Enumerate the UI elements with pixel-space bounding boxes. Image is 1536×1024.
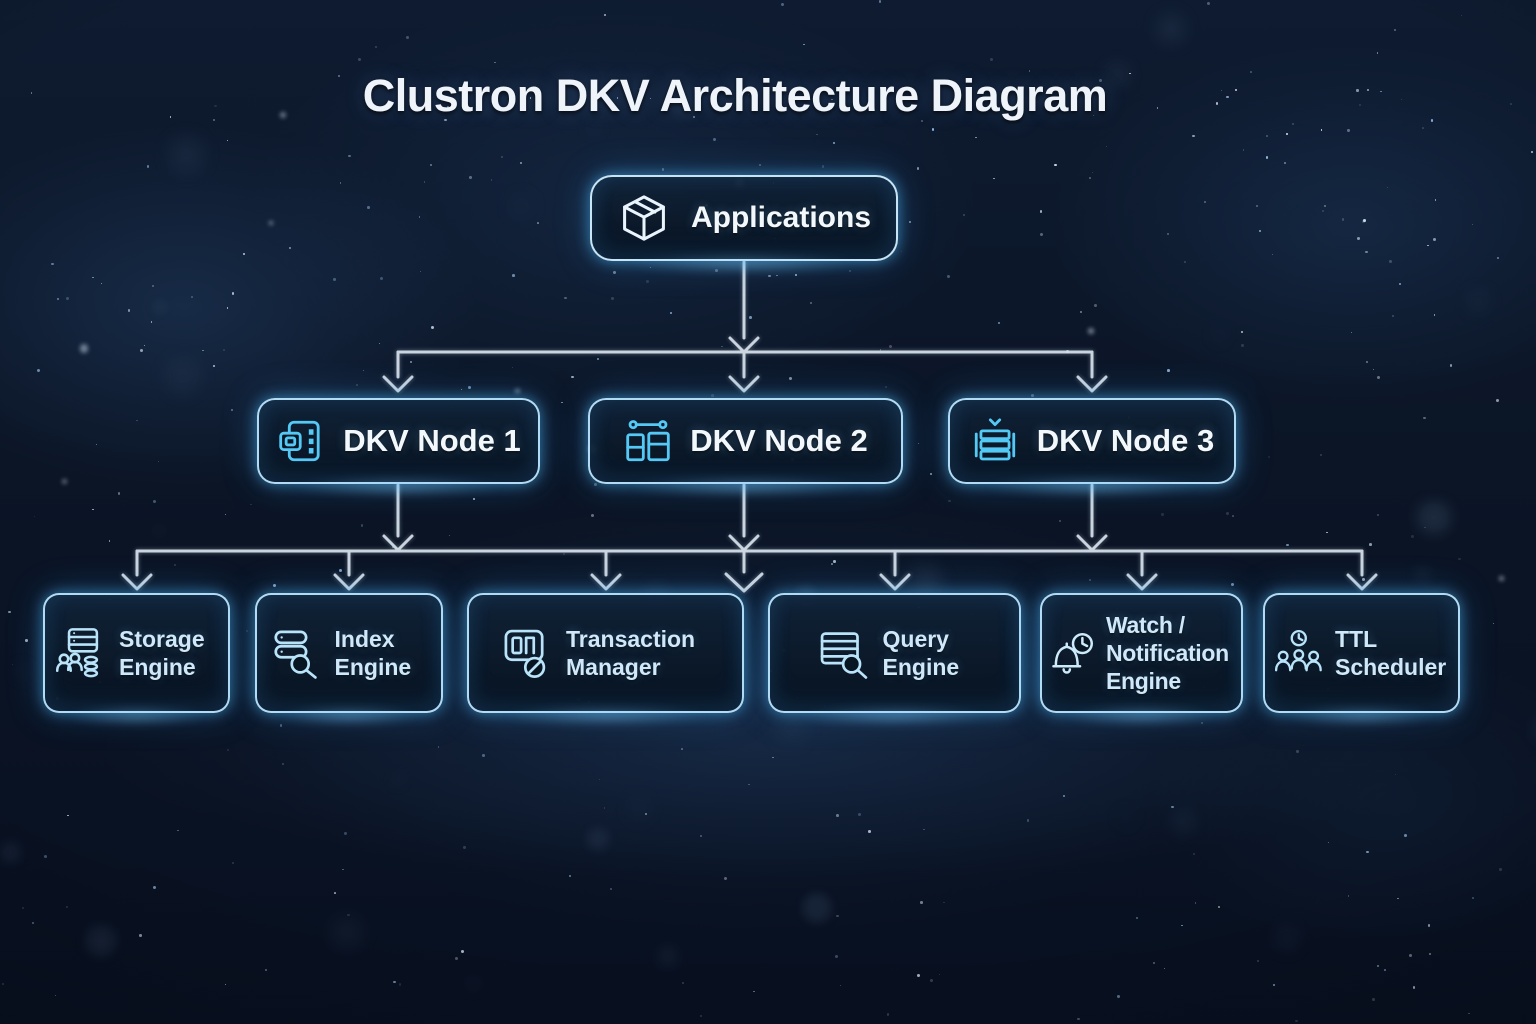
watch-notification-engine-box: Watch / Notification Engine: [1040, 593, 1243, 713]
table-search-icon: [817, 626, 871, 680]
memory-module-icon: [276, 416, 326, 466]
watch-notification-engine-label: Watch / Notification Engine: [1106, 611, 1229, 695]
storage-engine-box: Storage Engine: [43, 593, 230, 713]
transaction-manager-box: Transaction Manager: [467, 593, 744, 713]
applications-box: Applications: [590, 175, 898, 261]
dkv-node-1-box: DKV Node 1: [257, 398, 540, 484]
server-stack-icon: [970, 416, 1020, 466]
clock-group-icon: [1273, 628, 1323, 678]
query-engine-label: Query Engine: [882, 625, 960, 680]
dkv-node-3-label: DKV Node 3: [1036, 423, 1215, 458]
page-title: Clustron DKV Architecture Diagram: [362, 70, 1108, 121]
transaction-manager-label: Transaction Manager: [566, 625, 696, 680]
index-engine-label: Index Engine: [334, 625, 412, 680]
replication-link-icon: [623, 416, 673, 466]
transaction-block-icon: [500, 626, 554, 680]
ttl-scheduler-box: TTL Scheduler: [1263, 593, 1460, 713]
index-engine-box: Index Engine: [255, 593, 443, 713]
cube-icon: [617, 191, 671, 245]
database-users-icon: [53, 626, 107, 680]
dkv-node-1-label: DKV Node 1: [343, 423, 521, 458]
dkv-node-3-box: DKV Node 3: [948, 398, 1236, 484]
bell-clock-icon: [1048, 628, 1098, 678]
dkv-node-2-label: DKV Node 2: [690, 423, 868, 458]
database-search-icon: [269, 626, 323, 680]
applications-label: Applications: [690, 201, 871, 234]
dkv-node-2-box: DKV Node 2: [588, 398, 903, 484]
ttl-scheduler-label: TTL Scheduler: [1335, 625, 1447, 680]
storage-engine-label: Storage Engine: [119, 625, 205, 680]
query-engine-box: Query Engine: [768, 593, 1021, 713]
